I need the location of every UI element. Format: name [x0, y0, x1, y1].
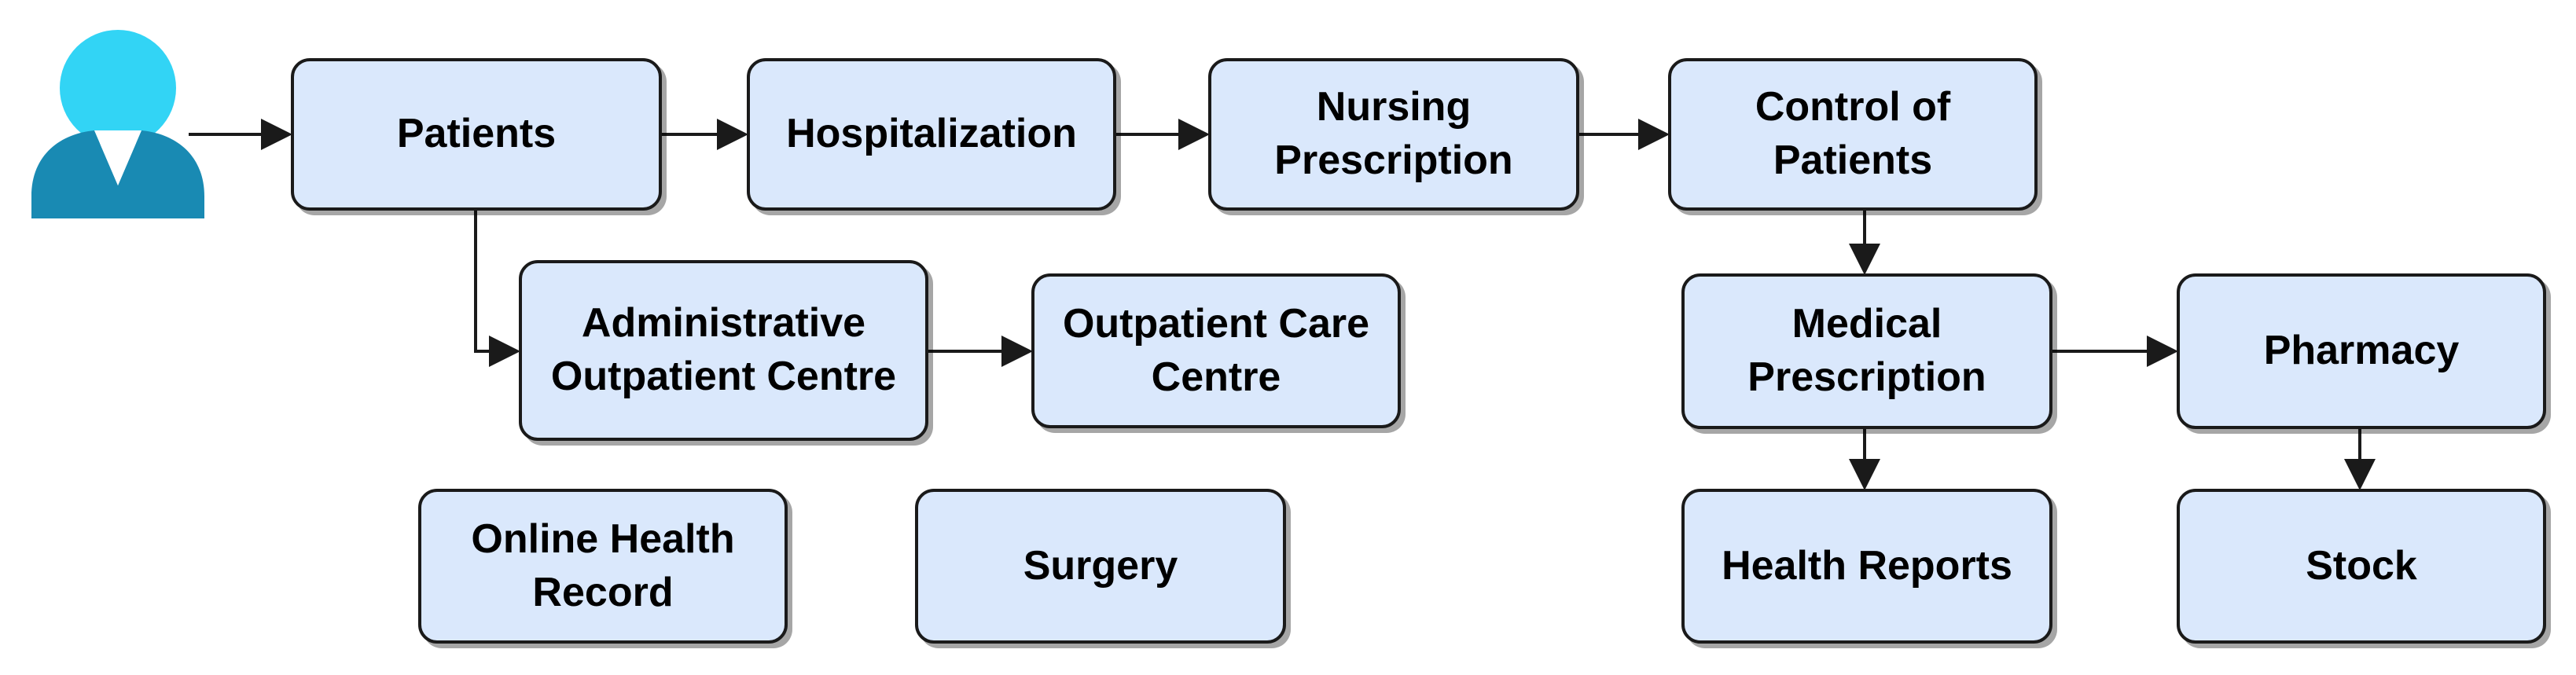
node-hospitalization: Hospitalization	[747, 58, 1116, 211]
node-pharmacy: Pharmacy	[2177, 273, 2546, 429]
node-health-reports-label: Health Reports	[1722, 542, 2012, 589]
node-pharmacy-label: Pharmacy	[2263, 328, 2460, 374]
node-control-of-patients: Control of Patients	[1668, 58, 2038, 211]
node-outpatient-care-centre-label: Outpatient Care Centre	[1062, 300, 1370, 400]
node-patients: Patients	[291, 58, 662, 211]
connector-patients-to-administrative-outpatient-centre	[474, 211, 520, 367]
node-administrative-outpatient-centre-label: Administrative Outpatient Centre	[550, 300, 897, 399]
node-administrative-outpatient-centre: Administrative Outpatient Centre	[519, 260, 928, 441]
node-stock: Stock	[2177, 489, 2546, 644]
node-medical-prescription: Medical Prescription	[1681, 273, 2052, 429]
node-surgery-label: Surgery	[1023, 542, 1178, 589]
node-medical-prescription-label: Medical Prescription	[1747, 301, 1986, 400]
user-icon	[31, 30, 204, 218]
node-nursing-prescription: Nursing Prescription	[1208, 58, 1579, 211]
node-surgery: Surgery	[915, 489, 1286, 644]
node-patients-label: Patients	[396, 111, 557, 157]
node-hospitalization-label: Hospitalization	[786, 111, 1077, 157]
node-online-health-record-label: Online Health Record	[471, 515, 735, 615]
node-outpatient-care-centre: Outpatient Care Centre	[1031, 273, 1401, 428]
node-online-health-record: Online Health Record	[418, 489, 788, 644]
node-health-reports: Health Reports	[1681, 489, 2052, 644]
node-stock-label: Stock	[2306, 542, 2417, 589]
node-nursing-prescription-label: Nursing Prescription	[1274, 84, 1513, 183]
node-control-of-patients-label: Control of Patients	[1755, 84, 1951, 183]
